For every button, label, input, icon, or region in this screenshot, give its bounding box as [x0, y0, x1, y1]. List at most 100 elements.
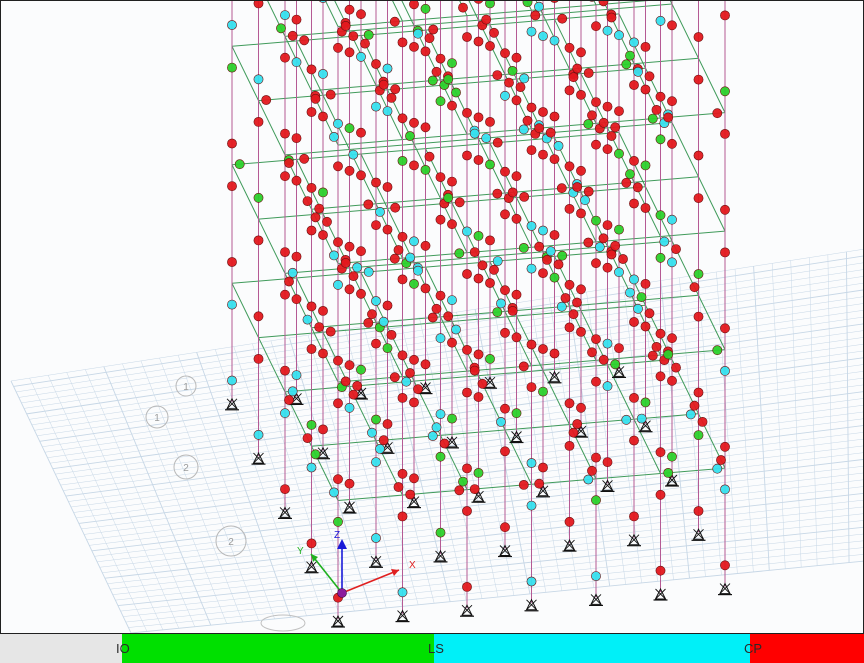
- plastic-hinge: [253, 192, 264, 203]
- plastic-hinge: [500, 327, 510, 338]
- support-icon: [460, 604, 474, 617]
- plastic-hinge: [519, 191, 530, 202]
- grid-line: [809, 257, 818, 566]
- plastic-hinge: [397, 350, 408, 361]
- plastic-hinge: [447, 58, 457, 68]
- plastic-hinge: [518, 242, 529, 253]
- grid-line: [37, 316, 863, 437]
- support-icon: [627, 533, 641, 547]
- plastic-hinge: [564, 42, 575, 53]
- plastic-hinge: [511, 213, 522, 224]
- plastic-hinge: [253, 74, 264, 85]
- plastic-hinge: [526, 458, 537, 468]
- plastic-hinge: [720, 323, 730, 334]
- plastic-hinge: [306, 64, 317, 75]
- plastic-hinge: [640, 84, 651, 95]
- plastic-hinge: [511, 171, 522, 182]
- plastic-hinge: [629, 435, 639, 446]
- plastic-hinge: [443, 192, 454, 203]
- plastic-hinge: [667, 375, 677, 386]
- plastic-hinge: [253, 117, 264, 127]
- plastic-hinge: [591, 495, 601, 506]
- plastic-hinge: [318, 69, 328, 79]
- plastic-hinge: [720, 128, 730, 139]
- plastic-hinge: [720, 204, 730, 215]
- plastic-hinge: [367, 309, 377, 320]
- support-icon: [498, 544, 512, 558]
- plastic-hinge: [511, 289, 522, 300]
- plastic-hinge: [526, 26, 537, 37]
- plastic-hinge: [580, 195, 590, 206]
- plastic-hinge: [280, 289, 290, 300]
- plastic-hinge: [720, 484, 730, 495]
- plastic-hinge: [382, 343, 393, 353]
- plastic-hinge: [344, 241, 355, 252]
- plastic-hinge: [625, 169, 635, 179]
- plastic-hinge: [447, 337, 457, 348]
- plastic-hinge: [413, 265, 423, 276]
- plastic-hinge: [647, 113, 658, 124]
- plastic-hinge: [564, 516, 575, 527]
- plastic-hinge: [526, 145, 537, 155]
- plastic-hinge: [671, 362, 681, 373]
- plastic-hinge: [485, 353, 495, 364]
- global-axes-triad: XYZ: [297, 530, 416, 598]
- grid-line: [697, 274, 722, 576]
- plastic-hinge: [253, 311, 264, 322]
- plastic-hinge: [333, 118, 343, 129]
- plastic-hinge: [363, 317, 374, 328]
- plastic-hinge: [435, 53, 446, 64]
- plastic-hinge: [629, 155, 639, 166]
- plastic-hinge: [492, 256, 503, 266]
- plastic-hinge: [356, 9, 366, 20]
- plastic-hinge: [542, 254, 552, 265]
- plastic-hinge: [500, 522, 510, 533]
- plastic-hinge: [667, 138, 677, 149]
- plastic-hinge: [477, 378, 488, 389]
- plastic-hinge: [473, 467, 484, 478]
- grid-line: [112, 513, 863, 595]
- plastic-hinge: [302, 196, 313, 206]
- plastic-hinge: [435, 527, 446, 538]
- support-icon: [665, 473, 679, 487]
- grid-line: [18, 269, 863, 398]
- origin-marker: [337, 588, 347, 598]
- plastic-hinge: [428, 24, 439, 35]
- plastic-hinge: [583, 237, 594, 248]
- plastic-hinge: [693, 193, 704, 203]
- plastic-hinge: [291, 294, 302, 305]
- grid-line: [42, 330, 863, 447]
- plastic-hinge: [473, 112, 484, 123]
- plastic-hinge: [447, 219, 457, 230]
- y-axis-arrowhead: [311, 554, 318, 562]
- plastic-hinge: [667, 333, 677, 344]
- plastic-hinge: [405, 489, 416, 500]
- plastic-hinge: [553, 259, 564, 270]
- plastic-hinge: [291, 175, 302, 186]
- plastic-hinge: [382, 419, 393, 429]
- y-axis-arrow: [310, 553, 343, 594]
- support-icon: [562, 538, 577, 552]
- plastic-hinge: [518, 124, 529, 135]
- grid-line: [456, 312, 515, 596]
- x-axis-label: X: [409, 560, 416, 571]
- plastic-hinge: [564, 398, 575, 409]
- plastic-hinge: [693, 311, 704, 322]
- plastic-hinge: [526, 500, 537, 511]
- plastic-hinge: [621, 414, 632, 425]
- plastic-hinge: [556, 301, 567, 312]
- plastic-hinge: [306, 462, 317, 473]
- plastic-hinge: [371, 101, 381, 112]
- plastic-hinge: [511, 52, 522, 63]
- plastic-hinge: [534, 478, 545, 489]
- plastic-hinge: [500, 285, 510, 296]
- plastic-hinge: [427, 312, 438, 323]
- plastic-hinge: [655, 489, 666, 500]
- plastic-hinge: [451, 324, 461, 335]
- plastic-hinge: [633, 66, 643, 77]
- plastic-hinge: [473, 349, 484, 360]
- grid-bubble-label: 2: [228, 537, 234, 548]
- plastic-hinge: [602, 101, 613, 112]
